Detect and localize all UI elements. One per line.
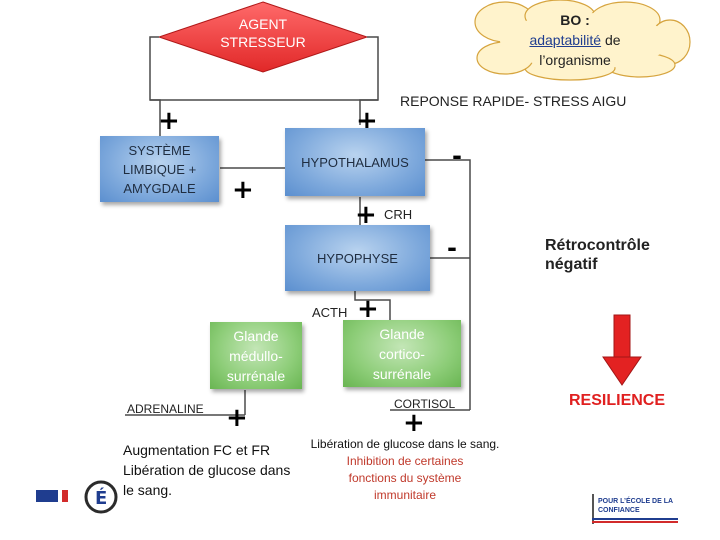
plus-sign: +	[232, 175, 254, 205]
ecole-confiance-text: POUR L’ÉCOLE DE LA CONFIANCE	[598, 498, 673, 514]
medullo-node: Glande médullo-surrénale	[210, 322, 302, 389]
effet-cortisol-inhibition: Inhibition de certaines fonctions du sys…	[346, 454, 464, 502]
hypophyse-node: HYPOPHYSE	[285, 225, 430, 291]
effet-adrenaline-text: Augmentation FC et FR Libération de gluc…	[123, 442, 291, 498]
resilience-arrow-shaft	[613, 314, 631, 358]
plus-sign: +	[403, 408, 425, 438]
academie-logo: É	[36, 480, 118, 514]
bo-cloud	[474, 0, 691, 81]
plus-sign: +	[158, 106, 180, 136]
effet-cortisol-text: Libération de glucose dans le sang. Inhi…	[305, 436, 505, 504]
cortico-node: Glande cortico-surrénale	[343, 320, 461, 387]
plus-sign: +	[356, 106, 378, 136]
limbique-node: SYSTÈME LIMBIQUE + AMYGDALE	[100, 136, 219, 202]
svg-text:É: É	[95, 487, 107, 509]
agent-stresseur-label: AGENT STRESSEUR	[220, 16, 306, 50]
retrocontrole-label: Rétrocontrôle négatif	[545, 237, 650, 273]
acth-label: ACTH	[312, 305, 348, 320]
resilience-arrow-head	[602, 356, 642, 386]
plus-sign: +	[226, 403, 248, 433]
feedback-hypothalamus	[425, 159, 471, 410]
cortico-label: Glande cortico-surrénale	[372, 325, 432, 382]
resilience-label: RESILIENCE	[569, 392, 666, 409]
hypophyse-label: HYPOPHYSE	[317, 250, 398, 266]
plus-sign: +	[357, 294, 379, 324]
bo-text: BO : adaptabilité de l’organisme	[505, 10, 645, 70]
hypothalamus-node: HYPOTHALAMUS	[285, 128, 425, 196]
crh-label: CRH	[384, 207, 413, 222]
limbique-label: SYSTÈME LIMBIQUE + AMYGDALE	[122, 142, 197, 196]
cortisol-label: CORTISOL	[394, 397, 456, 411]
medullo-label: Glande médullo-surrénale	[226, 327, 286, 384]
reponse-rapide-label: REPONSE RAPIDE- STRESS AIGU	[400, 93, 627, 109]
bo-suffix: de l’organisme	[539, 32, 621, 68]
minus-sign: -	[452, 142, 462, 170]
line-hypophyse-cortico	[354, 290, 391, 320]
plus-sign: +	[355, 200, 377, 230]
hypothalamus-label: HYPOTHALAMUS	[301, 154, 409, 170]
effet-cortisol-glucose: Libération de glucose dans le sang.	[310, 437, 500, 451]
bo-label: BO :	[560, 12, 590, 28]
agent-stresseur-diamond	[157, 1, 369, 73]
ecole-confiance-logo	[592, 494, 678, 524]
minus-sign: -	[447, 234, 457, 262]
bo-link[interactable]: adaptabilité	[529, 32, 602, 48]
adrenaline-label: ADRENALINE	[127, 402, 204, 416]
